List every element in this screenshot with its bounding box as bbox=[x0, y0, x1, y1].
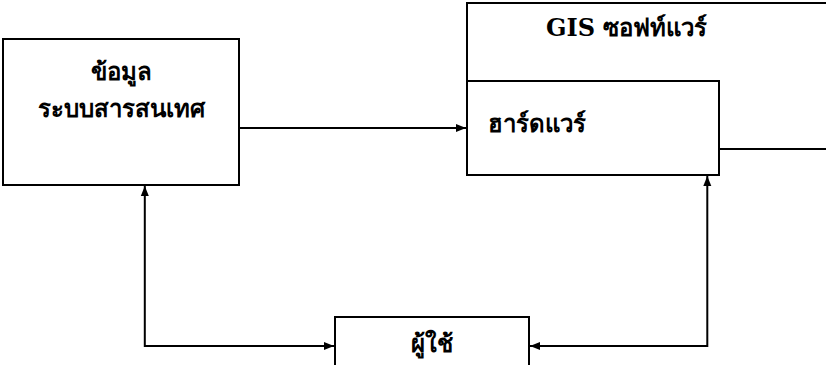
hardware-box: ฮาร์ดแวร์ bbox=[466, 80, 720, 176]
user-box: ผู้ใช้ bbox=[334, 316, 530, 365]
data-box: ข้อมูลระบบสารสนเทศ bbox=[2, 38, 240, 186]
connector-arrow bbox=[145, 186, 334, 346]
node-label: ระบบสารสนเทศ bbox=[4, 93, 238, 124]
node-label: ผู้ใช้ bbox=[336, 328, 528, 359]
node-label: ฮาร์ดแวร์ bbox=[488, 108, 718, 139]
connector-arrow bbox=[530, 176, 707, 346]
node-label: ข้อมูล bbox=[4, 56, 238, 87]
connector-arrow bbox=[240, 127, 466, 129]
node-label: GIS ซอฟท์แวร์ bbox=[546, 12, 826, 43]
